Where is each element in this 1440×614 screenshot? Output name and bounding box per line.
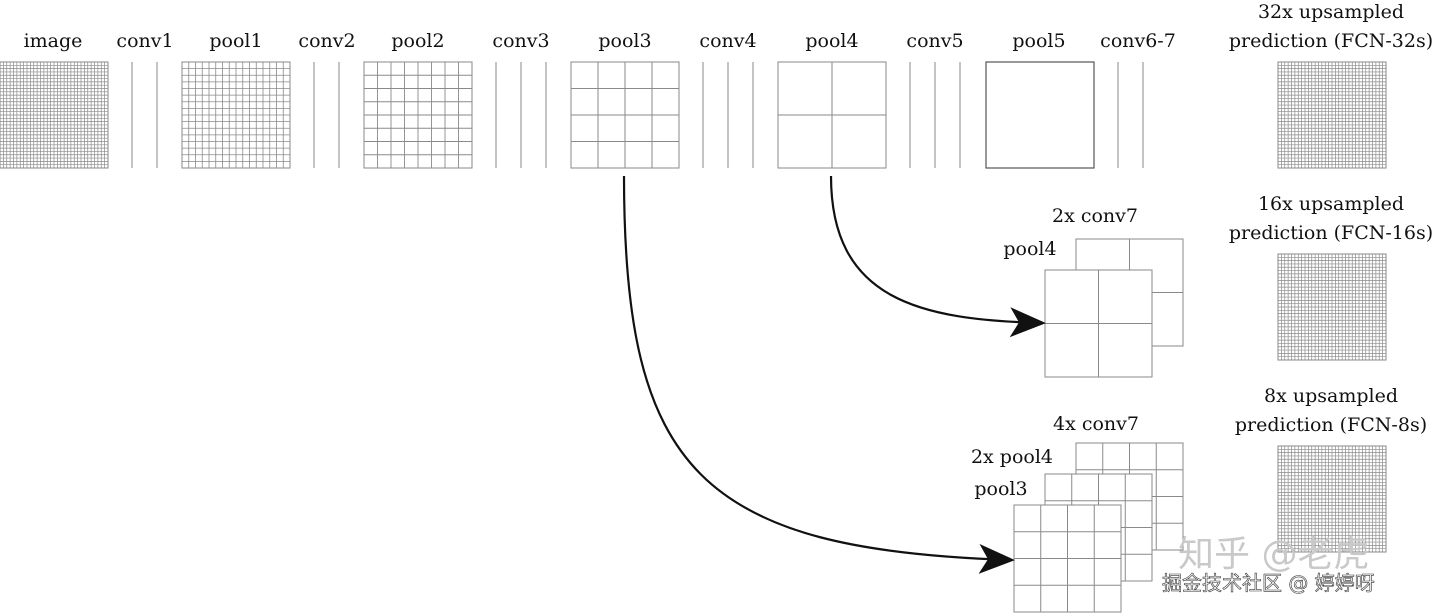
grid-prediction-fcn16	[1277, 253, 1387, 361]
label-pool2: pool2	[391, 30, 444, 52]
label-conv2: conv2	[298, 30, 355, 52]
bars-conv5	[909, 62, 961, 168]
label-pool4: pool4	[805, 30, 858, 52]
bars-conv1	[131, 62, 158, 168]
grid-pool5	[985, 61, 1095, 169]
label-fcn32-line2: prediction (FCN-32s)	[1229, 30, 1433, 52]
label-conv1: conv1	[116, 30, 173, 52]
bars-conv2	[313, 62, 340, 168]
watermark-zhihu: 知乎 @老虎	[1178, 534, 1369, 575]
label-fcn16-line2: prediction (FCN-16s)	[1229, 222, 1433, 244]
label-fcn16-line1: 16x upsampled	[1258, 193, 1404, 215]
watermark-juejin: 掘金技术社区 @ 婷婷呀	[1162, 571, 1375, 595]
label-conv3: conv3	[492, 30, 549, 52]
label-fcn8-line2: prediction (FCN-8s)	[1235, 414, 1427, 436]
label-conv4: conv4	[699, 30, 756, 52]
label-fusion8-2x-pool4: 2x pool4	[971, 446, 1053, 468]
label-pool1: pool1	[209, 30, 262, 52]
grid-fusion16-pool4	[1044, 269, 1153, 378]
grid-image	[0, 61, 109, 169]
label-pool5: pool5	[1012, 30, 1065, 52]
bars-conv6-7	[1117, 62, 1144, 168]
arrow-pool3-to-fcn8	[622, 175, 1015, 574]
bars-conv3	[495, 62, 547, 168]
label-fusion16-2x-conv7: 2x conv7	[1052, 205, 1138, 227]
grid-pool4	[777, 61, 887, 169]
grid-prediction-fcn8	[1277, 445, 1387, 553]
label-fcn8-line1: 8x upsampled	[1264, 385, 1398, 407]
grid-fusion8-pool3	[1013, 504, 1122, 613]
label-conv6-7: conv6-7	[1100, 30, 1176, 52]
label-fusion16-pool4: pool4	[1003, 238, 1056, 260]
grid-pool3	[570, 61, 680, 169]
arrow-pool4-to-fcn16	[829, 175, 1046, 338]
label-fcn32-line1: 32x upsampled	[1258, 1, 1404, 23]
label-fusion8-pool3: pool3	[974, 478, 1027, 500]
grid-prediction-fcn32	[1277, 61, 1387, 169]
label-pool3: pool3	[598, 30, 651, 52]
label-image: image	[24, 30, 83, 52]
grid-pool2	[363, 61, 473, 169]
label-fusion8-4x-conv7: 4x conv7	[1053, 413, 1139, 435]
bars-conv4	[702, 62, 754, 168]
grid-pool1	[181, 61, 291, 169]
label-conv5: conv5	[906, 30, 963, 52]
